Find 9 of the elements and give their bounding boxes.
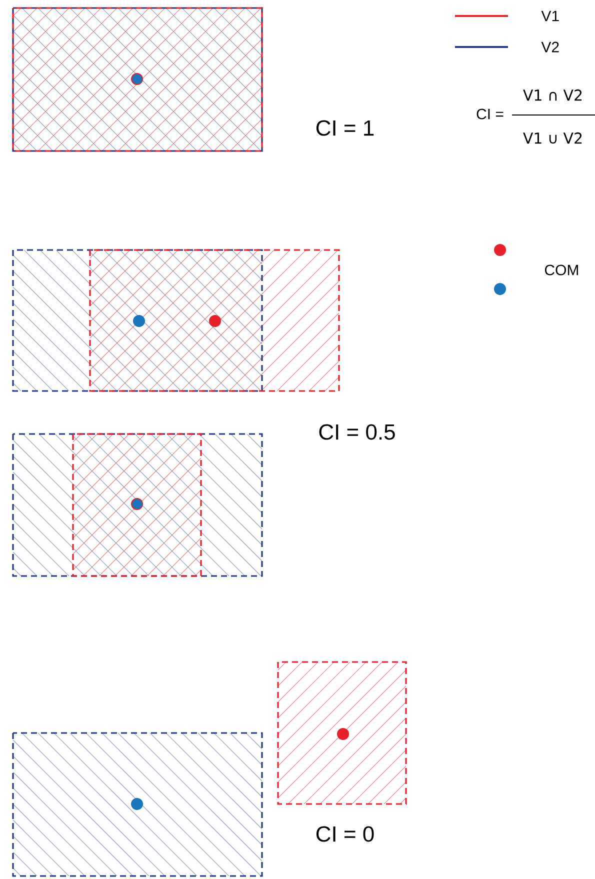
ci-label: CI = 0	[316, 826, 374, 842]
legend-label: COM	[544, 264, 578, 276]
ci-label: CI = 1	[316, 120, 374, 136]
ci-label: CI = 0.5	[319, 424, 395, 440]
formula-text: V1 ∪ V2	[523, 132, 582, 144]
legend-label: V1	[541, 10, 559, 22]
legend-label: V2	[541, 42, 559, 52]
formula-text: CI =	[476, 108, 504, 120]
formula-text: V1 ∩ V2	[523, 89, 582, 101]
